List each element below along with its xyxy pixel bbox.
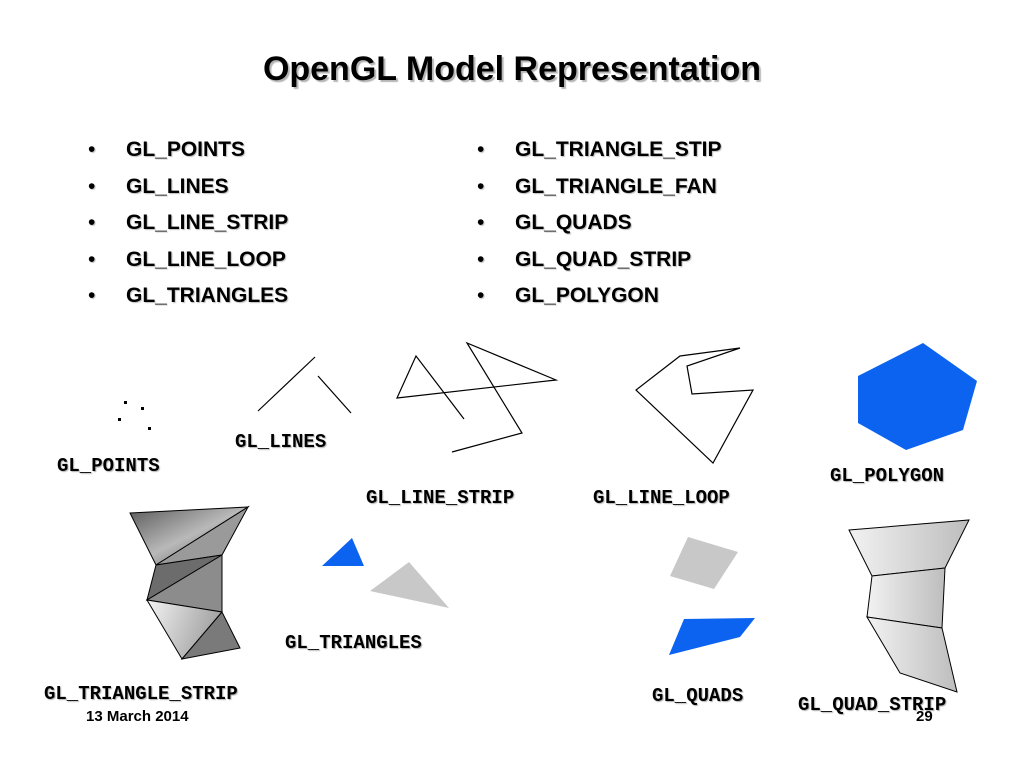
bullet-item: GL_LINES [88,174,288,211]
triangle-blue [322,538,364,566]
bullet-item: GL_POINTS [88,137,288,174]
quad-blue [669,618,755,655]
label-gl-lines: GL_LINES [235,431,327,453]
label-gl-line-loop: GL_LINE_LOOP [593,487,730,509]
point-marker [141,407,144,410]
strip-quad [848,519,970,577]
bullet-item: GL_QUAD_STRIP [477,247,722,284]
bullet-item: GL_TRIANGLE_STIP [477,137,722,174]
label-gl-quad-strip: GL_QUAD_STRIP [798,694,947,716]
strip-quad [866,616,958,693]
label-gl-quads: GL_QUADS [652,685,744,707]
lines-figure [257,356,352,414]
bullet-item: GL_POLYGON [477,283,722,320]
quads-figure [669,537,755,655]
slide-title: OpenGL Model Representation [262,50,762,88]
quad-gray [670,537,738,589]
line-strip-figure [396,341,559,453]
point-marker [148,427,151,430]
bullet-item: GL_TRIANGLE_FAN [477,174,722,211]
label-gl-points: GL_POINTS [57,455,160,477]
bullet-item: GL_LINE_LOOP [88,247,288,284]
triangle-strip-figure [129,505,250,660]
point-marker [124,401,127,404]
line-segment [257,356,316,412]
polygon-figure [858,343,977,450]
point-marker [118,418,121,421]
bullet-list-left: GL_POINTS GL_LINES GL_LINE_STRIP GL_LINE… [88,137,288,320]
label-gl-triangles: GL_TRIANGLES [285,632,422,654]
label-gl-line-strip: GL_LINE_STRIP [366,487,515,509]
label-gl-polygon: GL_POLYGON [830,465,945,487]
footer-date: 13 March 2014 [86,708,189,725]
line-segment [317,375,352,414]
quad-strip-figure [848,519,970,693]
footer-page-number: 29 [916,708,933,725]
bullet-item: GL_LINE_STRIP [88,210,288,247]
label-gl-triangle-strip: GL_TRIANGLE_STRIP [44,683,238,705]
line-loop-figure [635,347,755,464]
bullet-list-right: GL_TRIANGLE_STIP GL_TRIANGLE_FAN GL_QUAD… [477,137,722,320]
points-figure [118,401,151,430]
strip-triangle [180,611,241,660]
triangles-figure [322,538,449,608]
bullet-item: GL_QUADS [477,210,722,247]
bullet-item: GL_TRIANGLES [88,283,288,320]
triangle-gray [370,562,449,608]
